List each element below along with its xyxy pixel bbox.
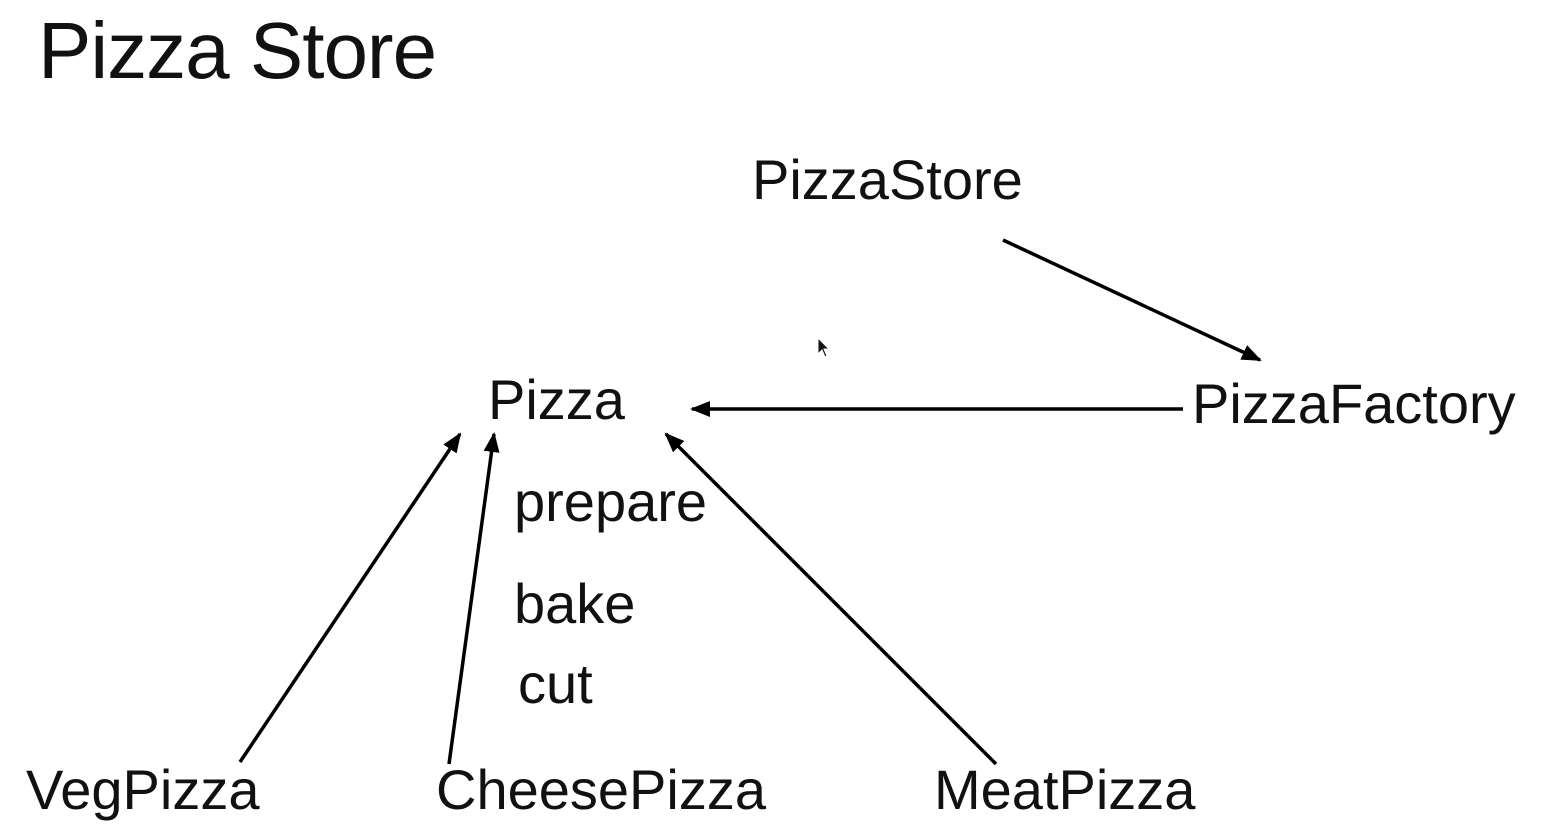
vegpizza-node: VegPizza: [26, 758, 260, 821]
pizza-node: Pizza: [488, 368, 625, 431]
slide-title: Pizza Store: [38, 6, 437, 95]
arrow-vegpizza-to-pizza: [238, 432, 462, 763]
arrow-cheesepizza-to-pizza: [447, 432, 500, 765]
mouse-pointer-icon: [817, 337, 831, 358]
pizzastore-node: PizzaStore: [752, 148, 1023, 211]
pizza-method-bake: bake: [514, 572, 636, 635]
pizzafactory-node: PizzaFactory: [1192, 372, 1516, 435]
arrow-pizzastore-to-pizzafactory: [1002, 238, 1262, 362]
meatpizza-node: MeatPizza: [934, 758, 1196, 821]
pizza-method-prepare: prepare: [514, 470, 708, 533]
cheesepizza-node: CheesePizza: [436, 758, 766, 821]
pizza-method-cut: cut: [518, 652, 593, 715]
arrow-meatpizza-to-pizza: [664, 432, 998, 766]
